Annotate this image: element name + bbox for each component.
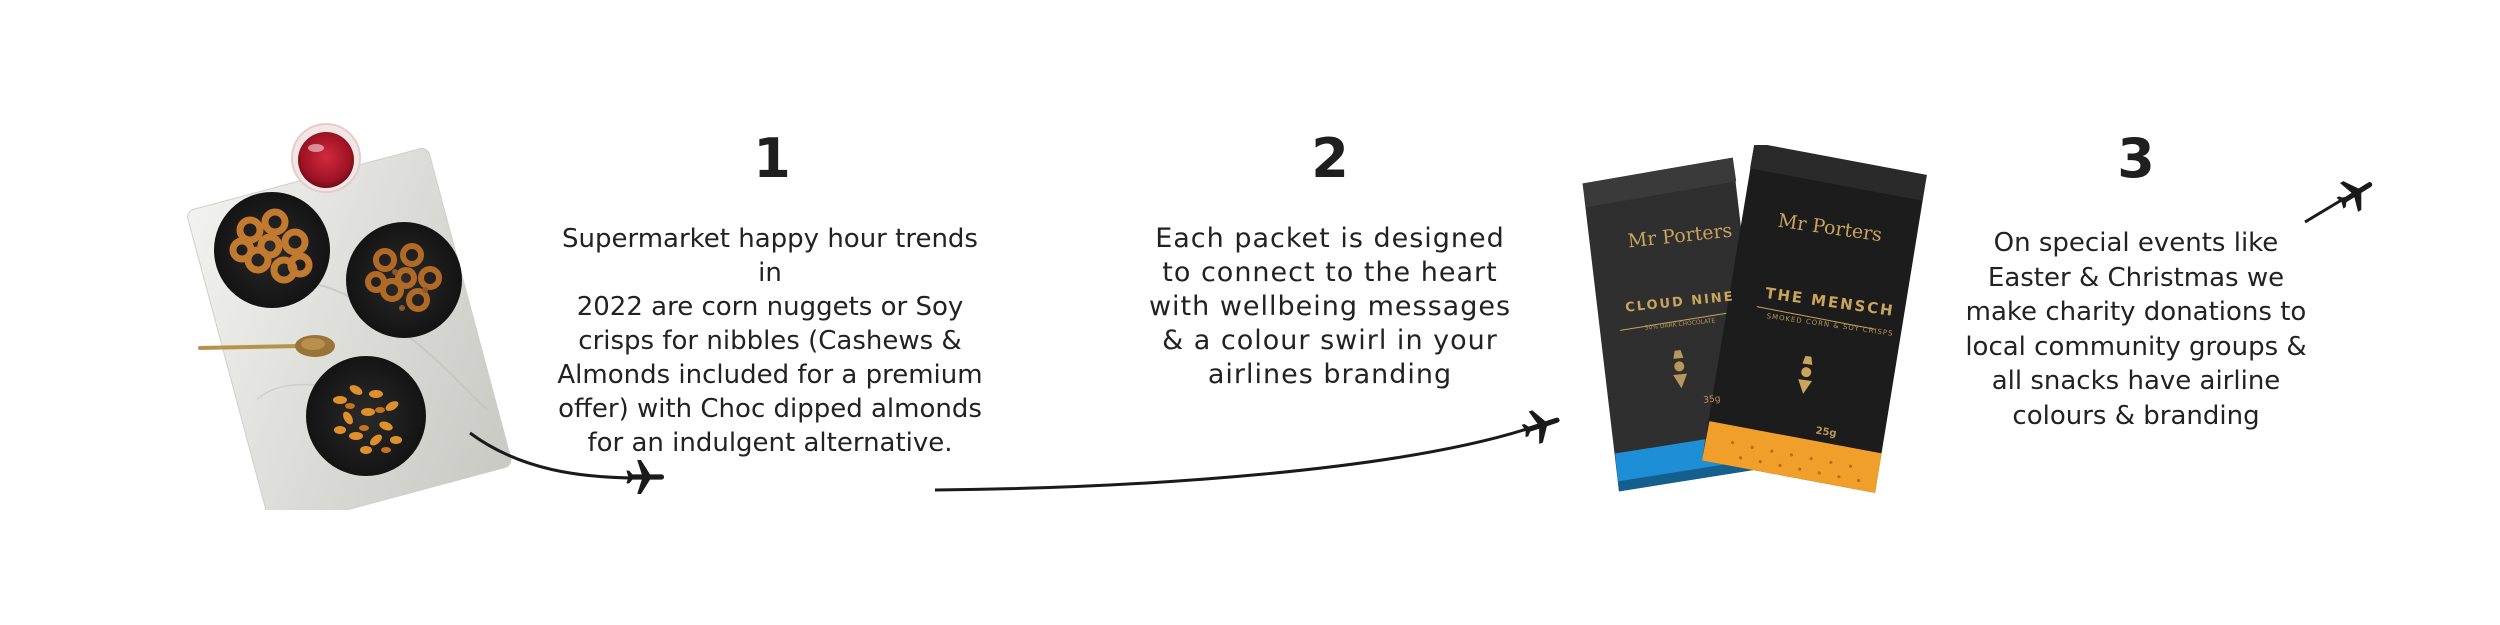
step-2-number: 2 bbox=[1311, 127, 1349, 190]
step-3-text: On special events like Easter & Christma… bbox=[1965, 228, 2307, 431]
airplane-icon bbox=[2332, 168, 2380, 216]
airplane-icon bbox=[622, 452, 670, 500]
flight-path-1 bbox=[469, 431, 641, 480]
snack-tray-image bbox=[187, 123, 512, 529]
flight-path-2 bbox=[934, 426, 1531, 492]
step-1-text: Supermarket happy hour trends in 2022 ar… bbox=[557, 224, 983, 458]
step-1-number: 1 bbox=[753, 127, 791, 190]
flight-path-3 bbox=[2304, 196, 2346, 224]
packets-image bbox=[1582, 145, 1927, 493]
snack-tray-illustration bbox=[180, 110, 540, 529]
snack-packets: Mr Porters CLOUD NINE 50% DARK CHOCOLATE… bbox=[1580, 145, 1940, 505]
airplane-icon bbox=[1518, 400, 1566, 448]
step-2-text: Each packet is designed to connect to th… bbox=[1148, 223, 1512, 390]
step-3-number: 3 bbox=[2117, 127, 2155, 190]
